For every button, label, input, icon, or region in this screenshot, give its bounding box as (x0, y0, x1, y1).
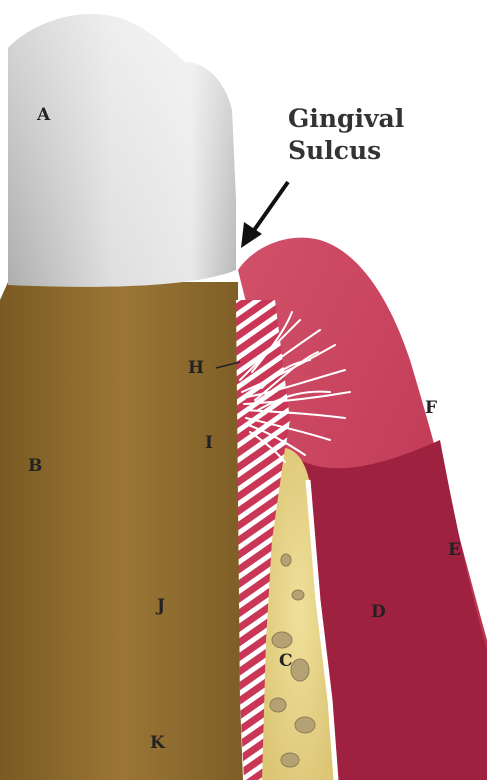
label-e: E (448, 542, 461, 559)
label-h: H (188, 360, 204, 377)
label-b: B (28, 458, 42, 475)
tooth-root (0, 282, 243, 780)
label-f: F (425, 400, 437, 417)
callout-line2: Sulcus (288, 135, 404, 167)
callout-gingival-sulcus: Gingival Sulcus (288, 103, 404, 167)
label-a: A (37, 107, 50, 124)
label-c: C (279, 653, 293, 670)
label-j: J (157, 598, 165, 615)
sulcus-arrow (241, 182, 288, 248)
label-d: D (371, 604, 386, 621)
callout-line1: Gingival (288, 103, 404, 135)
label-i: I (205, 435, 213, 452)
label-k: K (150, 735, 165, 752)
